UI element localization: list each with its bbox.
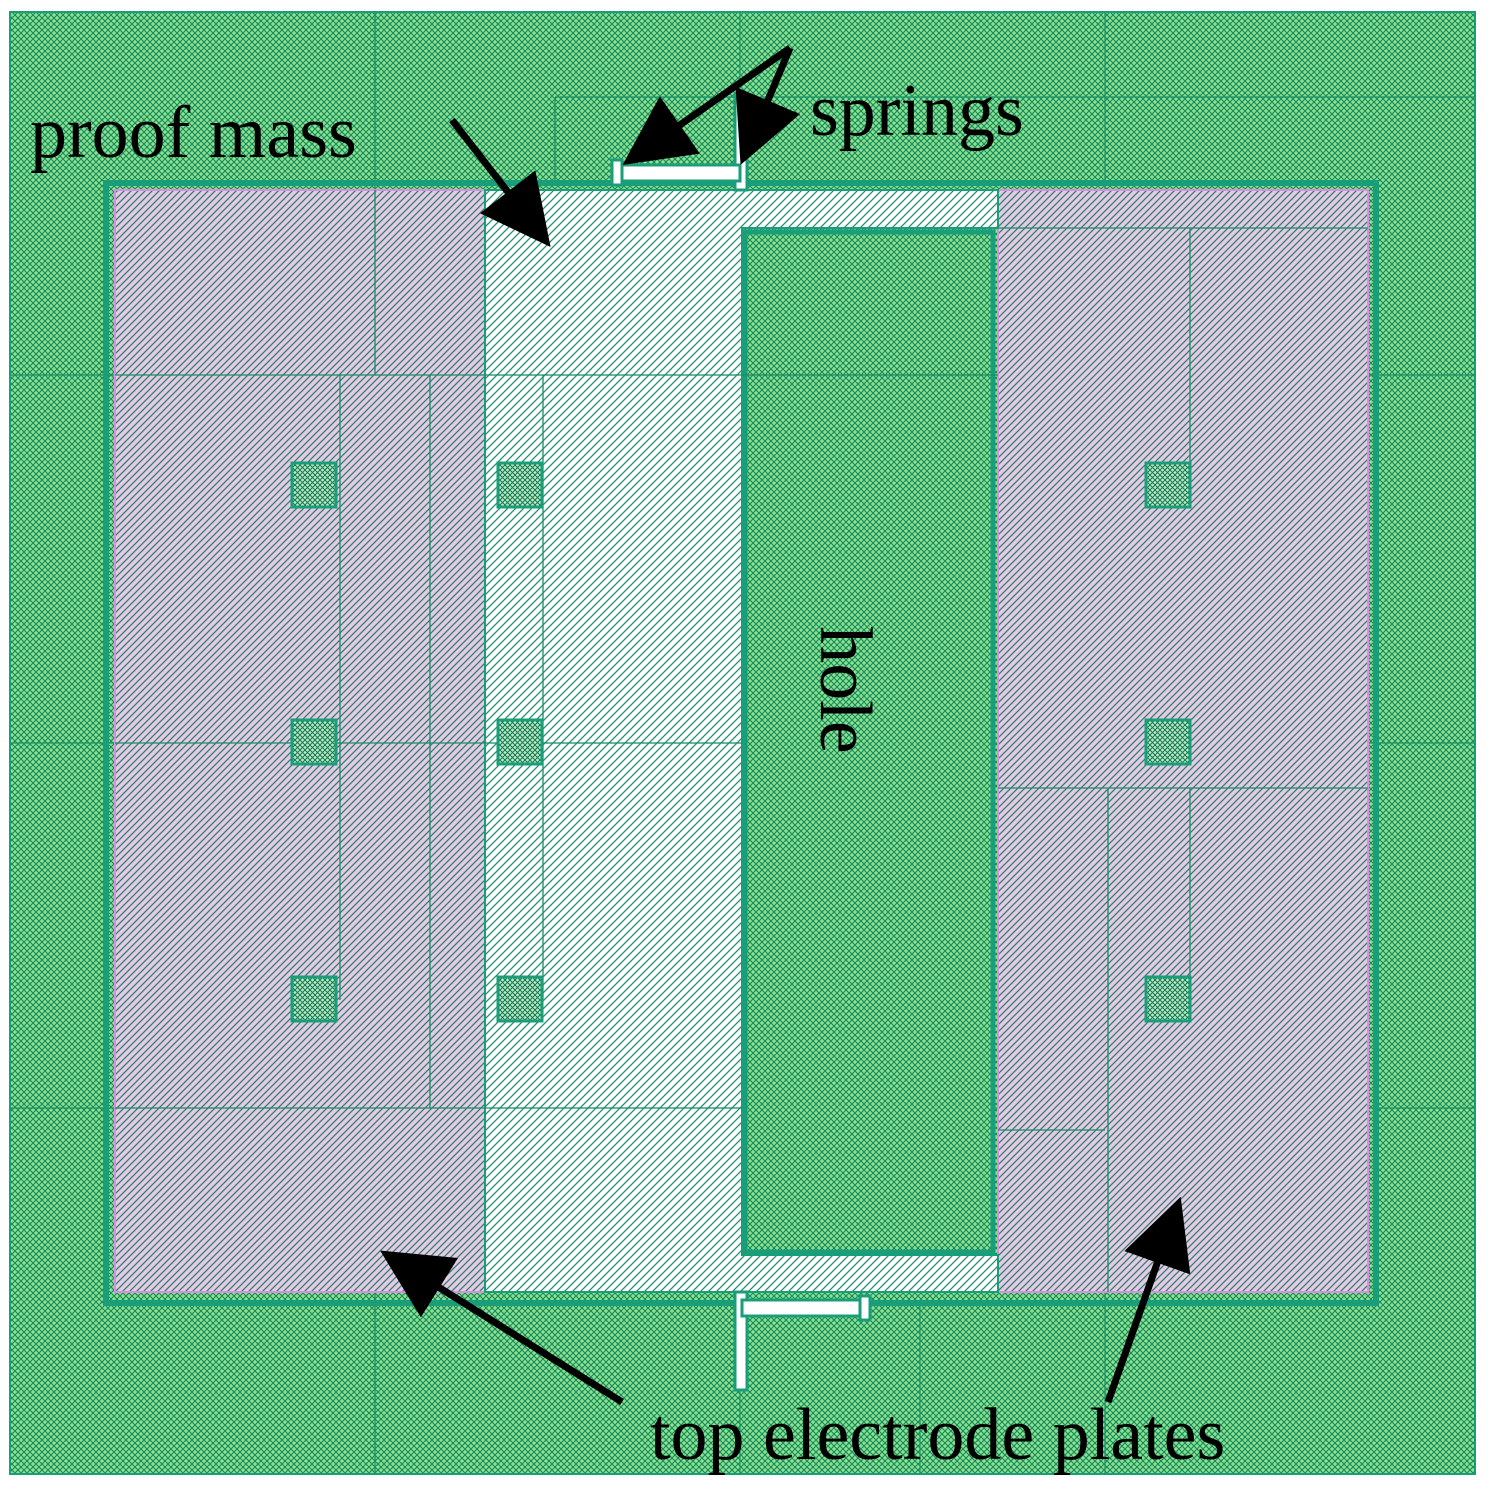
anchor <box>1144 461 1192 509</box>
hole-label: hole <box>804 626 886 754</box>
arrow-proof-mass <box>449 117 551 248</box>
arrow-spring-right <box>735 46 801 165</box>
arrow-electrode-left <box>380 1250 624 1405</box>
anchor <box>496 975 544 1023</box>
top-electrode-plates-label: top electrode plates <box>650 1394 1226 1476</box>
arrow-electrode-right <box>1104 1196 1191 1404</box>
anchor <box>496 461 544 509</box>
hole <box>742 229 996 1255</box>
proof-mass <box>484 189 999 1293</box>
arrow-spring-left <box>622 45 793 166</box>
bottom-springs <box>733 1290 872 1392</box>
electrode-inner-lines <box>115 190 1368 1292</box>
anchor <box>290 461 338 509</box>
anchors <box>290 461 1192 1023</box>
springs-label: springs <box>810 70 1024 152</box>
annotation-arrows <box>380 45 1191 1405</box>
anchor <box>290 718 338 766</box>
anchor <box>290 975 338 1023</box>
anchor <box>1144 975 1192 1023</box>
proof-mass-label: proof mass <box>30 92 357 174</box>
anchor <box>496 718 544 766</box>
anchor <box>1144 718 1192 766</box>
